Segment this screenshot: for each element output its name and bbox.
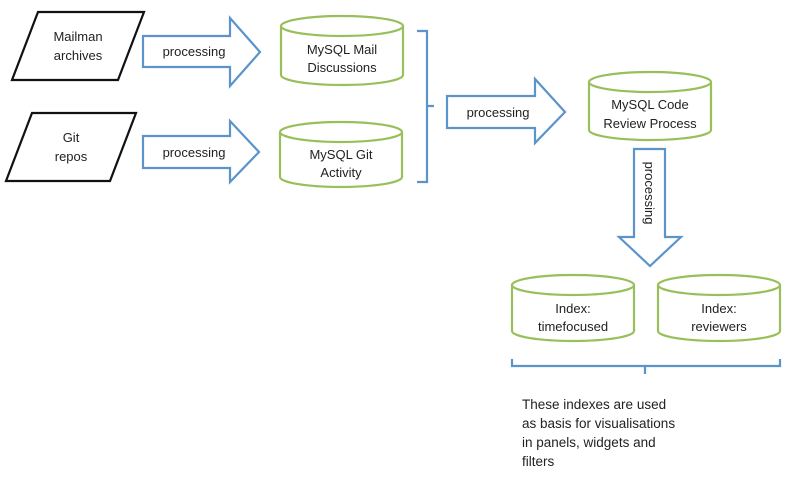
note-line: These indexes are used bbox=[522, 397, 667, 412]
right-arrow-icon bbox=[141, 15, 262, 89]
db-mysql-git-activity: MySQL Git Activity bbox=[278, 120, 404, 189]
database-cylinder-icon bbox=[278, 132, 404, 189]
grouping-bracket-bottom bbox=[510, 359, 782, 374]
note-line: in panels, widgets and bbox=[522, 435, 656, 450]
db-label-line: Index: bbox=[555, 301, 590, 316]
db-label-line: MySQL Git bbox=[309, 147, 372, 162]
input-label-line: Git bbox=[63, 130, 80, 145]
cylinder-top bbox=[656, 273, 782, 297]
db-label-line: reviewers bbox=[691, 319, 747, 334]
arrow-label: processing bbox=[467, 105, 530, 120]
right-arrow-icon bbox=[141, 118, 261, 185]
note-line: as basis for visualisations bbox=[522, 416, 676, 431]
note-line: filters bbox=[522, 454, 555, 469]
db-index-reviewers: Index: reviewers bbox=[656, 273, 782, 343]
parallelogram-shape bbox=[4, 111, 138, 183]
cylinder-top bbox=[278, 120, 404, 144]
input-label-line: archives bbox=[54, 48, 103, 63]
db-label-line: MySQL Code bbox=[611, 97, 689, 112]
cylinder-top bbox=[510, 273, 636, 297]
arrow-index-processing: processing bbox=[616, 147, 684, 268]
grouping-bracket-right bbox=[417, 29, 434, 184]
cylinder-top bbox=[587, 70, 713, 94]
database-cylinder-icon bbox=[587, 82, 713, 142]
db-mysql-code-review-process: MySQL Code Review Process bbox=[587, 70, 713, 142]
arrow-label: processing bbox=[642, 162, 657, 225]
right-arrow-icon bbox=[445, 76, 567, 146]
arrow-merge-processing: processing bbox=[445, 76, 567, 146]
db-mysql-mail-discussions: MySQL Mail Discussions bbox=[279, 14, 405, 87]
input-mailman-archives: Mailman archives bbox=[10, 10, 146, 82]
parallelogram-shape bbox=[10, 10, 146, 82]
input-label-line: Mailman bbox=[53, 29, 102, 44]
arrow-git-processing: processing bbox=[141, 118, 261, 185]
db-label-line: MySQL Mail bbox=[307, 42, 377, 57]
down-arrow-icon bbox=[616, 147, 684, 268]
input-label-line: repos bbox=[55, 149, 88, 164]
indexes-note: These indexes are used as basis for visu… bbox=[522, 395, 742, 471]
database-cylinder-icon bbox=[279, 26, 405, 87]
database-cylinder-icon bbox=[510, 285, 636, 343]
db-label-line: timefocused bbox=[538, 319, 608, 334]
db-label-line: Discussions bbox=[307, 60, 377, 75]
database-cylinder-icon bbox=[656, 285, 782, 343]
db-label-line: Activity bbox=[320, 165, 362, 180]
arrow-label: processing bbox=[163, 44, 226, 59]
db-label-line: Index: bbox=[701, 301, 736, 316]
input-git-repos: Git repos bbox=[4, 111, 138, 183]
db-index-timefocused: Index: timefocused bbox=[510, 273, 636, 343]
arrow-mail-processing: processing bbox=[141, 15, 262, 89]
cylinder-top bbox=[279, 14, 405, 38]
arrow-label: processing bbox=[163, 145, 226, 160]
db-label-line: Review Process bbox=[603, 116, 697, 131]
